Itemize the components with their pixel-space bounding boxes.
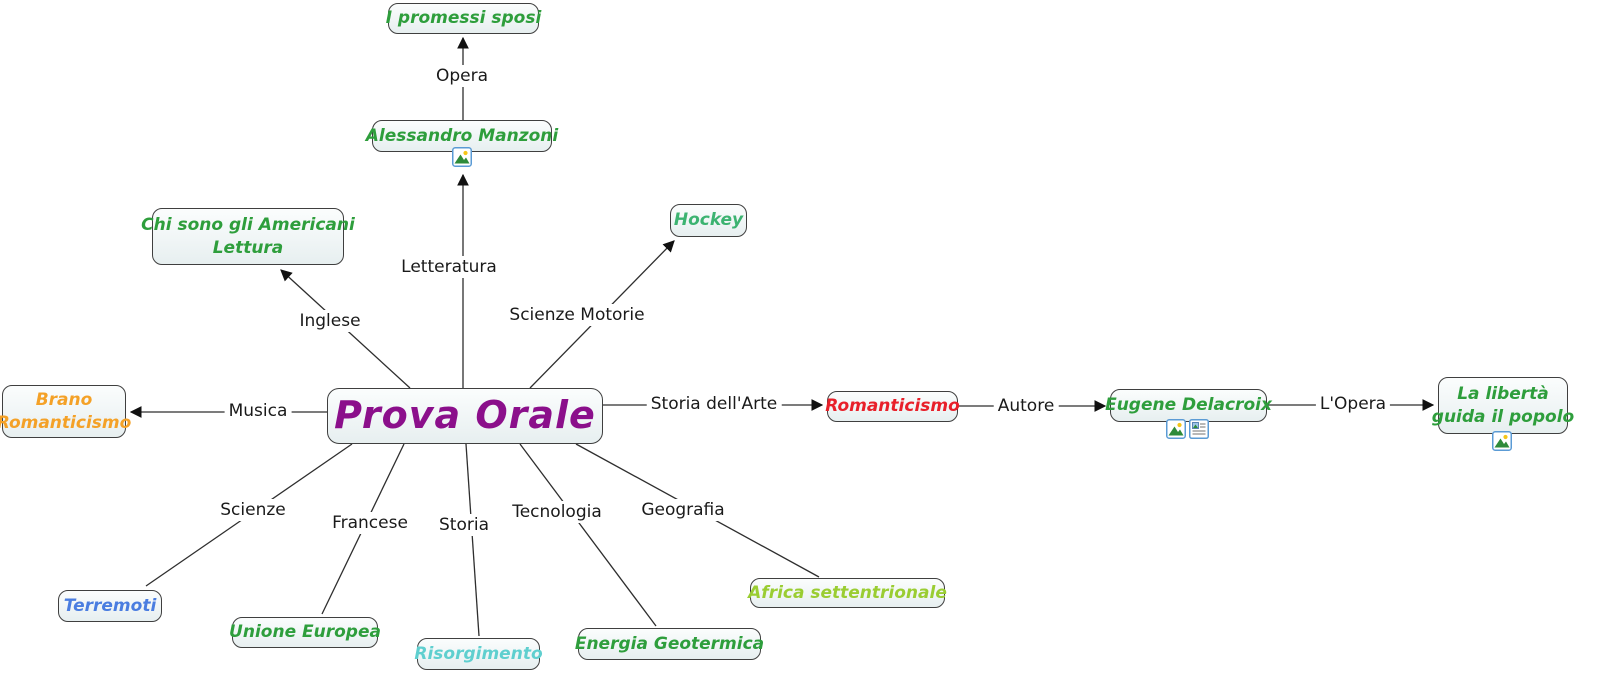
node-eugene-delacroix[interactable]: Eugene Delacroix: [1105, 389, 1272, 422]
node-i-promessi-sposi[interactable]: I promessi sposi: [385, 3, 542, 34]
link-label-storia-dell-arte[interactable]: Storia dell'Arte: [646, 393, 782, 415]
node-alessandro-manzoni[interactable]: Alessandro Manzoni: [366, 120, 558, 152]
link-label-autore[interactable]: Autore: [993, 395, 1059, 417]
node-label: Africa settentrionale: [748, 582, 947, 603]
edge-tecnologia: [519, 443, 657, 627]
link-label-opera[interactable]: Opera: [431, 65, 493, 87]
link-label-letteratura[interactable]: Letteratura: [397, 256, 501, 278]
node-label: Energia Geotermica: [574, 633, 765, 654]
node-label-line1: Chi sono gli Americani: [141, 214, 355, 235]
link-label-geografia[interactable]: Geografia: [637, 499, 729, 521]
image-icon[interactable]: [1166, 419, 1186, 439]
node-chi-sono-gli-americani[interactable]: Chi sono gli Americani Lettura: [141, 208, 355, 265]
node-la-liberta-guida-il-popolo[interactable]: La libertà guida il popolo: [1432, 377, 1574, 434]
node-terremoti[interactable]: Terremoti: [58, 590, 162, 622]
link-label-francese[interactable]: Francese: [328, 512, 412, 534]
node-label: Alessandro Manzoni: [365, 125, 559, 146]
node-africa-settentrionale[interactable]: Africa settentrionale: [748, 578, 947, 608]
node-label-line2: Romanticismo: [0, 412, 132, 433]
node-label: Eugene Delacroix: [1105, 395, 1272, 416]
node-label: Romanticismo: [825, 396, 960, 417]
node-romanticismo[interactable]: Romanticismo: [825, 391, 960, 422]
node-label: Unione Europea: [229, 622, 381, 643]
node-label-line2: Lettura: [212, 237, 284, 258]
node-label: Prova Orale: [334, 393, 596, 438]
link-label-inglese[interactable]: Inglese: [295, 310, 365, 332]
node-hockey[interactable]: Hockey: [670, 204, 747, 237]
image-icon[interactable]: [452, 147, 472, 167]
link-label-tecnologia[interactable]: Tecnologia: [508, 501, 606, 523]
node-risorgimento[interactable]: Risorgimento: [414, 638, 543, 670]
node-brano-romanticismo[interactable]: Brano Romanticismo: [0, 385, 131, 438]
image-icon[interactable]: [1492, 431, 1512, 451]
node-label: Risorgimento: [414, 643, 543, 664]
node-label-line1: Brano: [35, 389, 93, 410]
node-label-line1: La libertà: [1457, 383, 1549, 404]
node-label: Terremoti: [63, 595, 157, 616]
webpage-icon[interactable]: [1189, 419, 1209, 439]
node-label: Hockey: [673, 210, 744, 231]
link-label-storia[interactable]: Storia: [435, 514, 493, 536]
node-unione-europea[interactable]: Unione Europea: [229, 617, 381, 648]
node-label-line2: guida il popolo: [1431, 406, 1575, 427]
node-energia-geotermica[interactable]: Energia Geotermica: [574, 628, 765, 660]
link-label-l-opera[interactable]: L'Opera: [1315, 393, 1391, 415]
node-prova-orale[interactable]: Prova Orale: [327, 388, 603, 444]
edge-storia: [465, 443, 480, 637]
node-label: I promessi sposi: [385, 8, 542, 29]
link-label-scienze[interactable]: Scienze: [216, 499, 290, 521]
link-label-scienze-motorie[interactable]: Scienze Motorie: [505, 304, 649, 326]
link-label-musica[interactable]: Musica: [224, 400, 292, 422]
